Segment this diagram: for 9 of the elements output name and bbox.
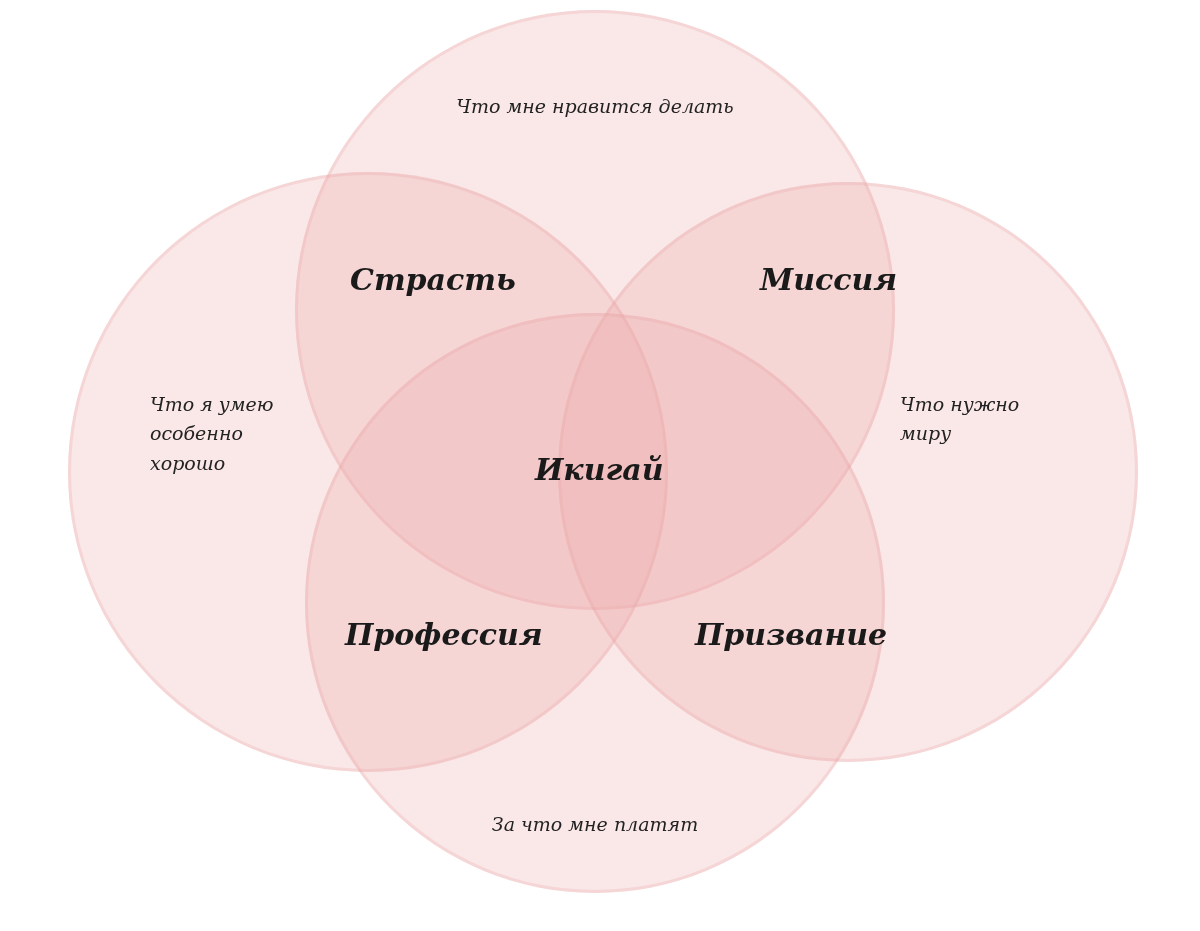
circle-label: Что мне нравится делать — [455, 94, 735, 119]
circle-label: Что я умею особенно хорошо — [150, 392, 275, 476]
overlap-label: Профессия — [345, 617, 543, 652]
circle-label: За что мне платят — [490, 812, 700, 837]
overlap-label: Призвание — [695, 617, 888, 652]
circle-label: Что нужно миру — [900, 392, 1021, 447]
overlap-label: Миссия — [760, 262, 898, 297]
overlap-label: Страсть — [350, 262, 516, 297]
overlap-label: Икигай — [535, 452, 664, 487]
